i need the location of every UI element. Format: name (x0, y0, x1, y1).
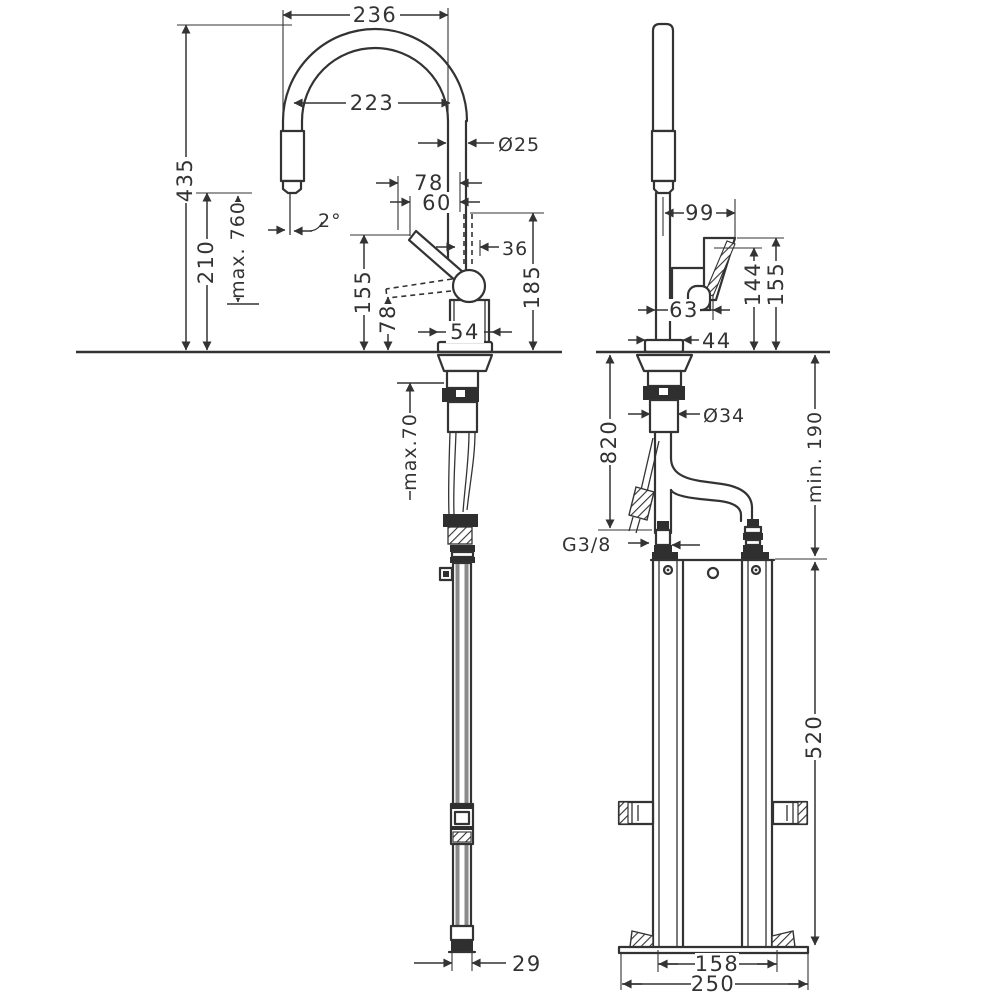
dim-side-99: 99 (662, 197, 736, 240)
front-hose-weight (449, 802, 475, 846)
dim-label-dia34: Ø34 (703, 405, 745, 427)
dim-label-angle2: 2° (318, 210, 342, 232)
dim-side-155: 155 (737, 237, 788, 351)
side-undercounter (628, 353, 769, 559)
dim-label-155s: 155 (764, 262, 788, 307)
sbox-unit (617, 558, 810, 955)
dim-label-max760: max. 760 (227, 201, 249, 299)
front-hose-connector (443, 514, 478, 527)
dim-label-99: 99 (685, 201, 715, 225)
front-hose-end (447, 924, 477, 954)
dim-label-185: 185 (520, 265, 544, 310)
dim-front-angle2: 2° (268, 210, 342, 236)
dim-label-60: 60 (422, 191, 452, 215)
dim-front-60: 60 (390, 191, 480, 236)
dim-label-820: 820 (597, 420, 621, 465)
front-spout-outer-arc (281, 27, 469, 123)
dim-side-520: 520 (775, 558, 827, 946)
dim-front-36: 36 (436, 238, 528, 260)
front-escutcheon (436, 353, 494, 373)
dim-label-dia25: Ø25 (498, 134, 540, 156)
dim-label-223: 223 (350, 91, 395, 115)
front-spray-head (279, 129, 306, 235)
dim-label-158: 158 (695, 952, 740, 976)
sbox-clamp-knob-right (771, 800, 809, 826)
dim-front-210: 210 (194, 192, 252, 351)
sbox-top-hole (706, 566, 720, 580)
side-supply-hose (628, 437, 660, 534)
side-pullout-hose (669, 456, 754, 523)
dim-label-63: 63 (669, 298, 699, 322)
dim-label-min190: min. 190 (804, 411, 826, 503)
dim-front-185: 185 (470, 212, 544, 351)
dim-label-78h: 78 (414, 171, 444, 195)
dim-side-820: 820 (597, 354, 652, 531)
side-checkvalve-connector (628, 486, 655, 521)
dim-label-44: 44 (702, 329, 732, 353)
dim-side-44: 44 (628, 329, 732, 353)
dim-label-210: 210 (194, 240, 218, 285)
dim-front-435: 435 (173, 24, 292, 351)
sbox-right-connector (741, 519, 769, 559)
sbox-left-connector (652, 521, 678, 559)
dim-side-250: 250 (620, 953, 809, 996)
dim-label-78v: 78 (376, 304, 400, 334)
dim-front-max70: max.70 (397, 382, 444, 500)
dim-front-54: 54 (418, 320, 512, 344)
side-base-plate (643, 338, 685, 354)
front-pullout-hose (447, 561, 477, 954)
dim-front-max760: max. 760 (226, 195, 259, 305)
dim-front-29: 29 (414, 948, 542, 976)
side-shank (648, 398, 680, 434)
dim-label-36: 36 (502, 238, 528, 260)
dim-label-29: 29 (512, 952, 542, 976)
front-handle-pivot (451, 268, 487, 304)
front-view (76, 27, 562, 954)
dim-side-dia34: Ø34 (628, 405, 745, 427)
front-handle-lever (407, 229, 487, 304)
front-shank (446, 400, 479, 434)
dim-front-dia25: Ø25 (418, 134, 540, 156)
sbox-clamp-knob-left (617, 800, 655, 826)
dim-label-max70: max.70 (399, 413, 421, 491)
dim-label-520: 520 (802, 715, 826, 760)
dim-side-min190: min. 190 (803, 354, 826, 557)
dim-label-54: 54 (450, 320, 480, 344)
dim-side-144: 144 (714, 247, 765, 351)
side-escutcheon (635, 353, 694, 373)
side-spray-head (650, 129, 677, 183)
front-undercounter (436, 353, 494, 954)
dim-label-435: 435 (173, 158, 197, 203)
dim-side-63: 63 (638, 294, 730, 322)
side-dimensions: 99 144 155 63 (562, 197, 827, 996)
dim-side-g38: G3/8 (562, 534, 700, 556)
dim-label-g38: G3/8 (562, 534, 611, 556)
front-dimensions: 236 223 Ø25 435 210 (173, 3, 544, 976)
dim-front-78v: 78 (376, 296, 400, 351)
dim-front-78h: 78 (376, 171, 482, 230)
dim-label-155f: 155 (351, 270, 375, 315)
dim-side-158: 158 (657, 950, 778, 976)
front-spout-inner-arc (300, 46, 450, 123)
dim-label-250: 250 (691, 972, 736, 996)
dim-front-155: 155 (350, 234, 410, 351)
front-dashed-details (385, 214, 473, 299)
dim-label-144: 144 (741, 262, 765, 307)
dim-label-236: 236 (353, 3, 398, 27)
dim-front-223: 223 (293, 91, 451, 115)
